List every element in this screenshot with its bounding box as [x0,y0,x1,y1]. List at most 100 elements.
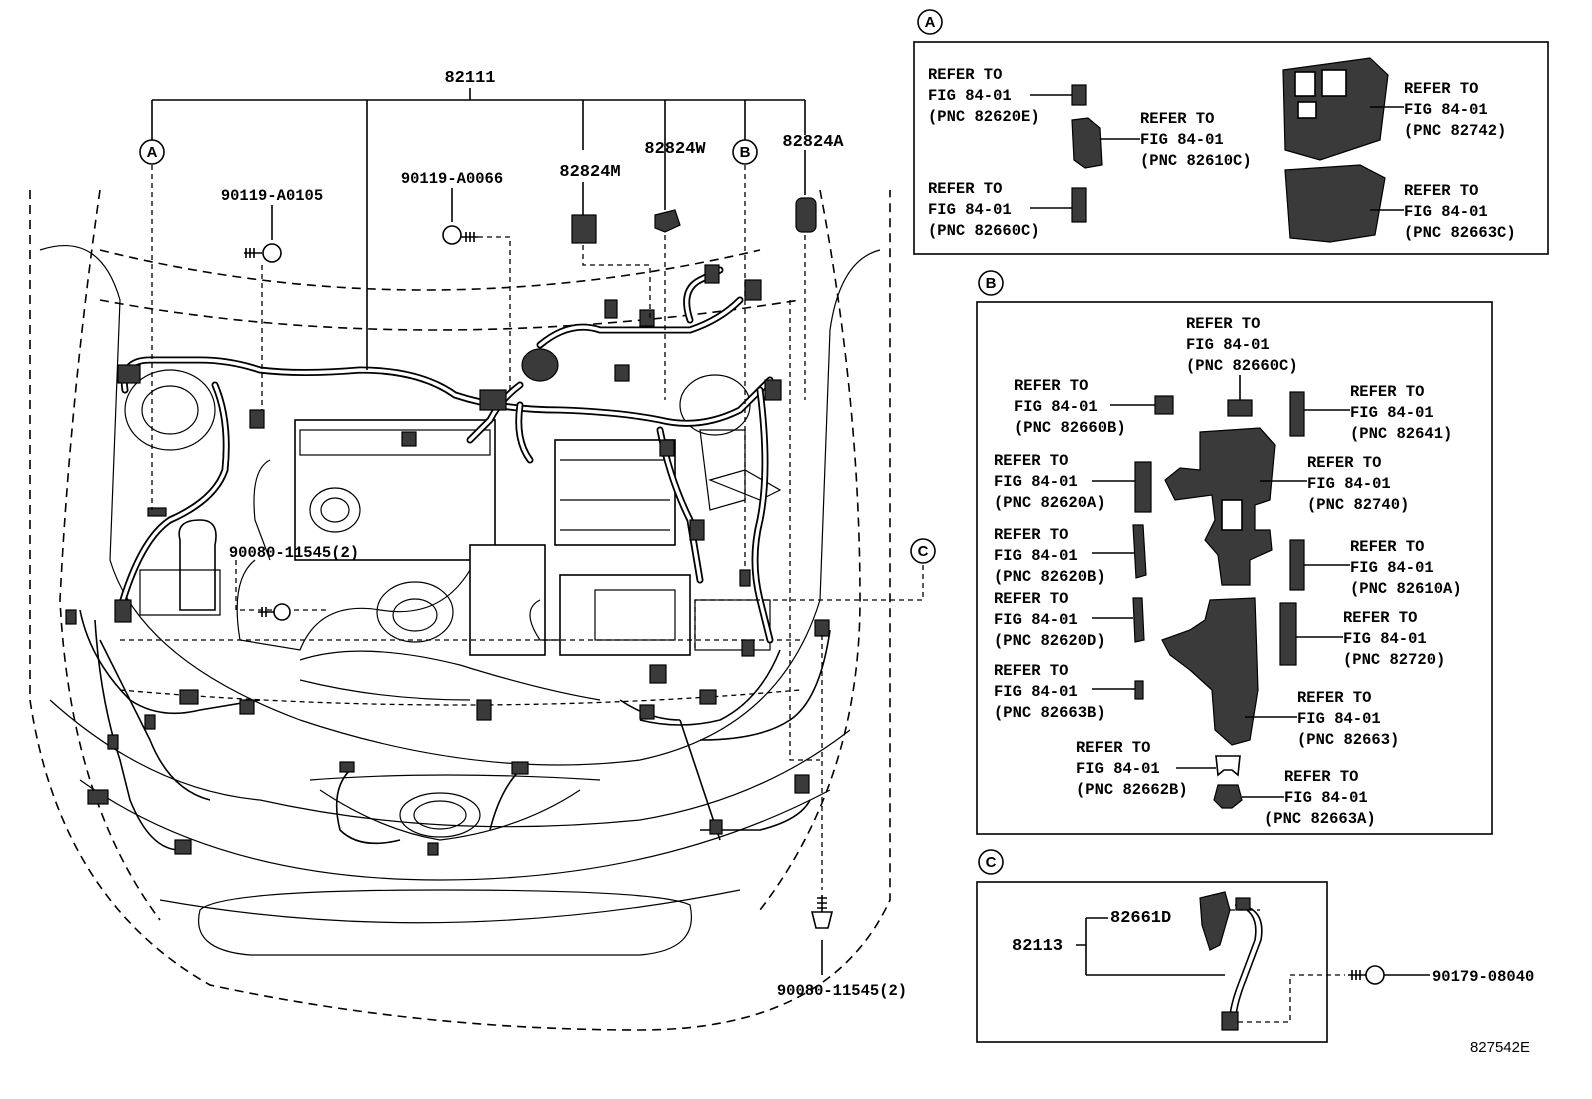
panel-b-item-82663A-l2: FIG 84-01 [1284,789,1368,807]
callout-a-main: A [139,139,165,165]
harness-part-number: 82111 [444,69,495,88]
panel-b-item-82660C-l2: FIG 84-01 [1186,336,1270,354]
panel-b-item-82620B-l1: REFER TO [994,526,1068,544]
svg-text:A: A [147,144,158,161]
panel-b-item-82660C-l1: REFER TO [1186,315,1260,333]
panel-b-item-82662B-l1: REFER TO [1076,739,1150,757]
sensor-connector-icon [1235,897,1251,911]
clamp-82661D-label: 82661D [1110,909,1171,928]
panel-b-item-82663-l3: (PNC 82663) [1297,731,1399,749]
panel-b-tag-circle [978,270,1004,296]
panel-b-item-82610A-l3: (PNC 82610A) [1350,580,1462,598]
connector-82620B-icon [1132,524,1147,579]
panel-b-item-82620A-l2: FIG 84-01 [994,473,1078,491]
panel-b-item-82663-l2: FIG 84-01 [1297,710,1381,728]
connector-82660B-icon [1154,395,1174,415]
bolt-90179-08040-icon [1348,965,1385,985]
panel-b-item-82663-l1: REFER TO [1297,689,1371,707]
panel-b-item-82620D-l2: FIG 84-01 [994,611,1078,629]
panel-a-frame [913,41,1549,255]
detail-panel-b: B REFER TO FIG 84-01 (PNC 82660C) REFER … [976,270,1493,835]
callout-c-main: C [910,538,936,564]
panel-c-frame [976,881,1328,1043]
connector-82660C-icon [1071,187,1087,223]
panel-b-item-82620B-l2: FIG 84-01 [994,547,1078,565]
engine-bay-illustration [29,189,891,1031]
panel-b-item-82720-l1: REFER TO [1343,609,1417,627]
panel-b-item-82663A-l1: REFER TO [1284,768,1358,786]
leader-lines [151,88,924,975]
panel-a-item-4-l3: (PNC 82742) [1404,122,1506,140]
panel-b-item-82663B-l3: (PNC 82663B) [994,704,1106,722]
panel-a-item-5-l1: REFER TO [1404,182,1478,200]
panel-b-item-82610A-l1: REFER TO [1350,538,1424,556]
panel-b-item-82740-l3: (PNC 82740) [1307,496,1409,514]
panel-b-item-82610A-l2: FIG 84-01 [1350,559,1434,577]
panel-b-item-82663B-l2: FIG 84-01 [994,683,1078,701]
detail-panel-a: A REFER TO FIG 84-01 (PNC 82620E) REFER … [913,9,1549,255]
bolt-90119-A0066-icon [442,225,478,245]
harness-connectors [65,264,830,856]
connector-82620D-icon [1132,597,1145,643]
panel-b-item-82660B-l2: FIG 84-01 [1014,398,1098,416]
panel-a-item-4-l2: FIG 84-01 [1404,101,1488,119]
connector-82610C-icon [1071,117,1103,169]
panel-a-item-1-l2: FIG 84-01 [928,87,1012,105]
panel-c-tag: C [986,854,997,871]
sub-harness-82113-label: 82113 [1012,937,1063,956]
panel-b-item-82641-l2: FIG 84-01 [1350,404,1434,422]
cover-82663C-icon [1284,164,1386,243]
part-90080-11545-lower-label: 90080-11545(2) [777,982,907,1000]
panel-a-item-3-l1: REFER TO [928,180,1002,198]
part-82824M-label: 82824M [559,163,620,182]
bolt-90080-11545-inner-icon [258,603,291,621]
panel-b-tag: B [986,275,997,292]
panel-b-item-82641-l1: REFER TO [1350,383,1424,401]
panel-a-tag-circle [917,9,943,35]
panel-a-item-3-l2: FIG 84-01 [928,201,1012,219]
connector-82641-icon [1289,391,1305,437]
panel-b-item-82663A-l3: (PNC 82663A) [1264,810,1376,828]
panel-a-item-3-l3: (PNC 82660C) [928,222,1040,240]
panel-b-item-82660B-l1: REFER TO [1014,377,1088,395]
panel-a-tag: A [925,14,936,31]
part-90119-A0105-label: 90119-A0105 [221,187,323,205]
cover-82663-icon [1161,597,1259,746]
panel-b-item-82740-l1: REFER TO [1307,454,1381,472]
connector-82720-icon [1279,602,1297,666]
panel-b-item-82740-l2: FIG 84-01 [1307,475,1391,493]
panel-a-item-2-l3: (PNC 82610C) [1140,152,1252,170]
part-90119-A0066-label: 90119-A0066 [401,170,503,188]
panel-b-item-82660C-l3: (PNC 82660C) [1186,357,1298,375]
panel-b-item-82620D-l1: REFER TO [994,590,1068,608]
connector-82620E-icon [1071,84,1087,106]
panel-a-item-5-l3: (PNC 82663C) [1404,224,1516,242]
detail-panel-c: C 82113 82661D 90179-08040 [976,849,1534,1043]
panel-b-item-82660B-l3: (PNC 82660B) [1014,419,1126,437]
panel-b-item-82620B-l3: (PNC 82620B) [994,568,1106,586]
sensor-plug-icon [1221,1011,1239,1031]
panel-b-item-82620A-l1: REFER TO [994,452,1068,470]
panel-b-item-82662B-l2: FIG 84-01 [1076,760,1160,778]
panel-a-item-2-l1: REFER TO [1140,110,1214,128]
part-82824A-label: 82824A [782,133,844,152]
connector-82610A-icon [1289,539,1305,591]
panel-b-item-82620A-l3: (PNC 82620A) [994,494,1106,512]
connector-82824W-icon [654,209,681,233]
clip-82662B-icon [1215,755,1241,777]
panel-b-item-82663B-l1: REFER TO [994,662,1068,680]
panel-b-item-82720-l3: (PNC 82720) [1343,651,1445,669]
bolt-90080-11545-lower-icon [810,895,834,929]
panel-b-item-82620D-l3: (PNC 82620D) [994,632,1106,650]
main-wire-harness [79,266,831,851]
panel-a-item-1-l1: REFER TO [928,66,1002,84]
panel-b-item-82641-l3: (PNC 82641) [1350,425,1452,443]
clamp-82661D-icon [1199,891,1231,951]
bolt-90179-08040-label: 90179-08040 [1432,968,1534,986]
clip-82663A-icon [1213,784,1243,809]
connector-82824A-icon [795,197,817,233]
panel-b-item-82720-l2: FIG 84-01 [1343,630,1427,648]
figure-id: 827542E [1470,1039,1530,1056]
part-82824W-label: 82824W [644,140,706,159]
